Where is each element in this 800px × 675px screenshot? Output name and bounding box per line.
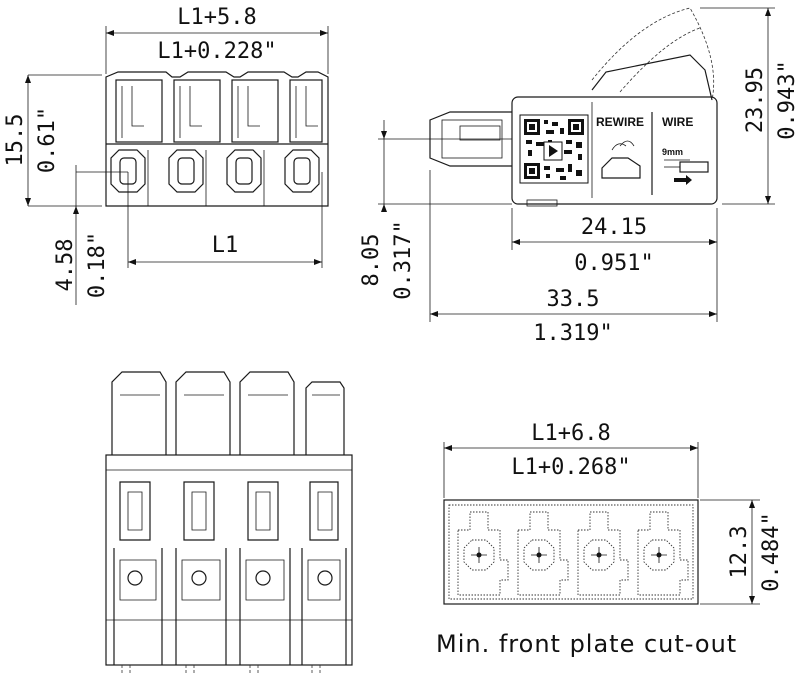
side-view: REWIRE WIRE 9mm 23.95 0.943" 24.15 0.951… [359, 7, 800, 346]
dim-side-width-mm: 24.15 [581, 215, 647, 240]
dim-top-width-mm: L1+5.8 [177, 5, 256, 30]
dim-side-total-in: 1.319" [533, 321, 612, 346]
qr-code [519, 114, 589, 184]
front-poles [106, 79, 328, 206]
dim-cutout-width-mm: L1+6.8 [531, 421, 610, 446]
front-view: L1+5.8 L1+0.228" [3, 5, 329, 305]
label-strip-length: 9mm [662, 147, 683, 157]
dim-cutout-width-in: L1+0.268" [511, 455, 630, 480]
top-view [105, 371, 353, 675]
dim-pitch: L1 [212, 233, 239, 258]
cutout-pole-outlines [457, 511, 689, 596]
wire-strip-icon [664, 159, 709, 185]
cutout-view: L1+6.8 L1+0.268" 12.3 0.484" Min. front … [436, 421, 784, 658]
dim-cutout-height-in: 0.484" [759, 512, 784, 591]
dim-height-in: 0.61" [35, 107, 60, 173]
dim-top-width-in: L1+0.228" [157, 39, 276, 64]
dim-side-width-in: 0.951" [574, 251, 653, 276]
dim-side-height-in: 0.943" [775, 60, 800, 139]
dim-cutout-height-mm: 12.3 [727, 526, 752, 579]
dim-side-offset-in: 0.317" [391, 220, 416, 299]
dim-side-height-mm: 23.95 [743, 67, 768, 133]
cutout-caption: Min. front plate cut-out [436, 630, 737, 658]
label-wire: WIRE [662, 115, 693, 129]
hand-icon [601, 140, 641, 179]
dim-pin-offset-mm: 4.58 [53, 239, 78, 292]
dim-side-total-mm: 33.5 [547, 287, 600, 312]
dim-height-mm: 15.5 [3, 114, 28, 167]
label-rewire: REWIRE [596, 115, 644, 129]
dim-pin-offset-in: 0.18" [85, 232, 110, 298]
dim-side-offset-mm: 8.05 [359, 234, 384, 287]
